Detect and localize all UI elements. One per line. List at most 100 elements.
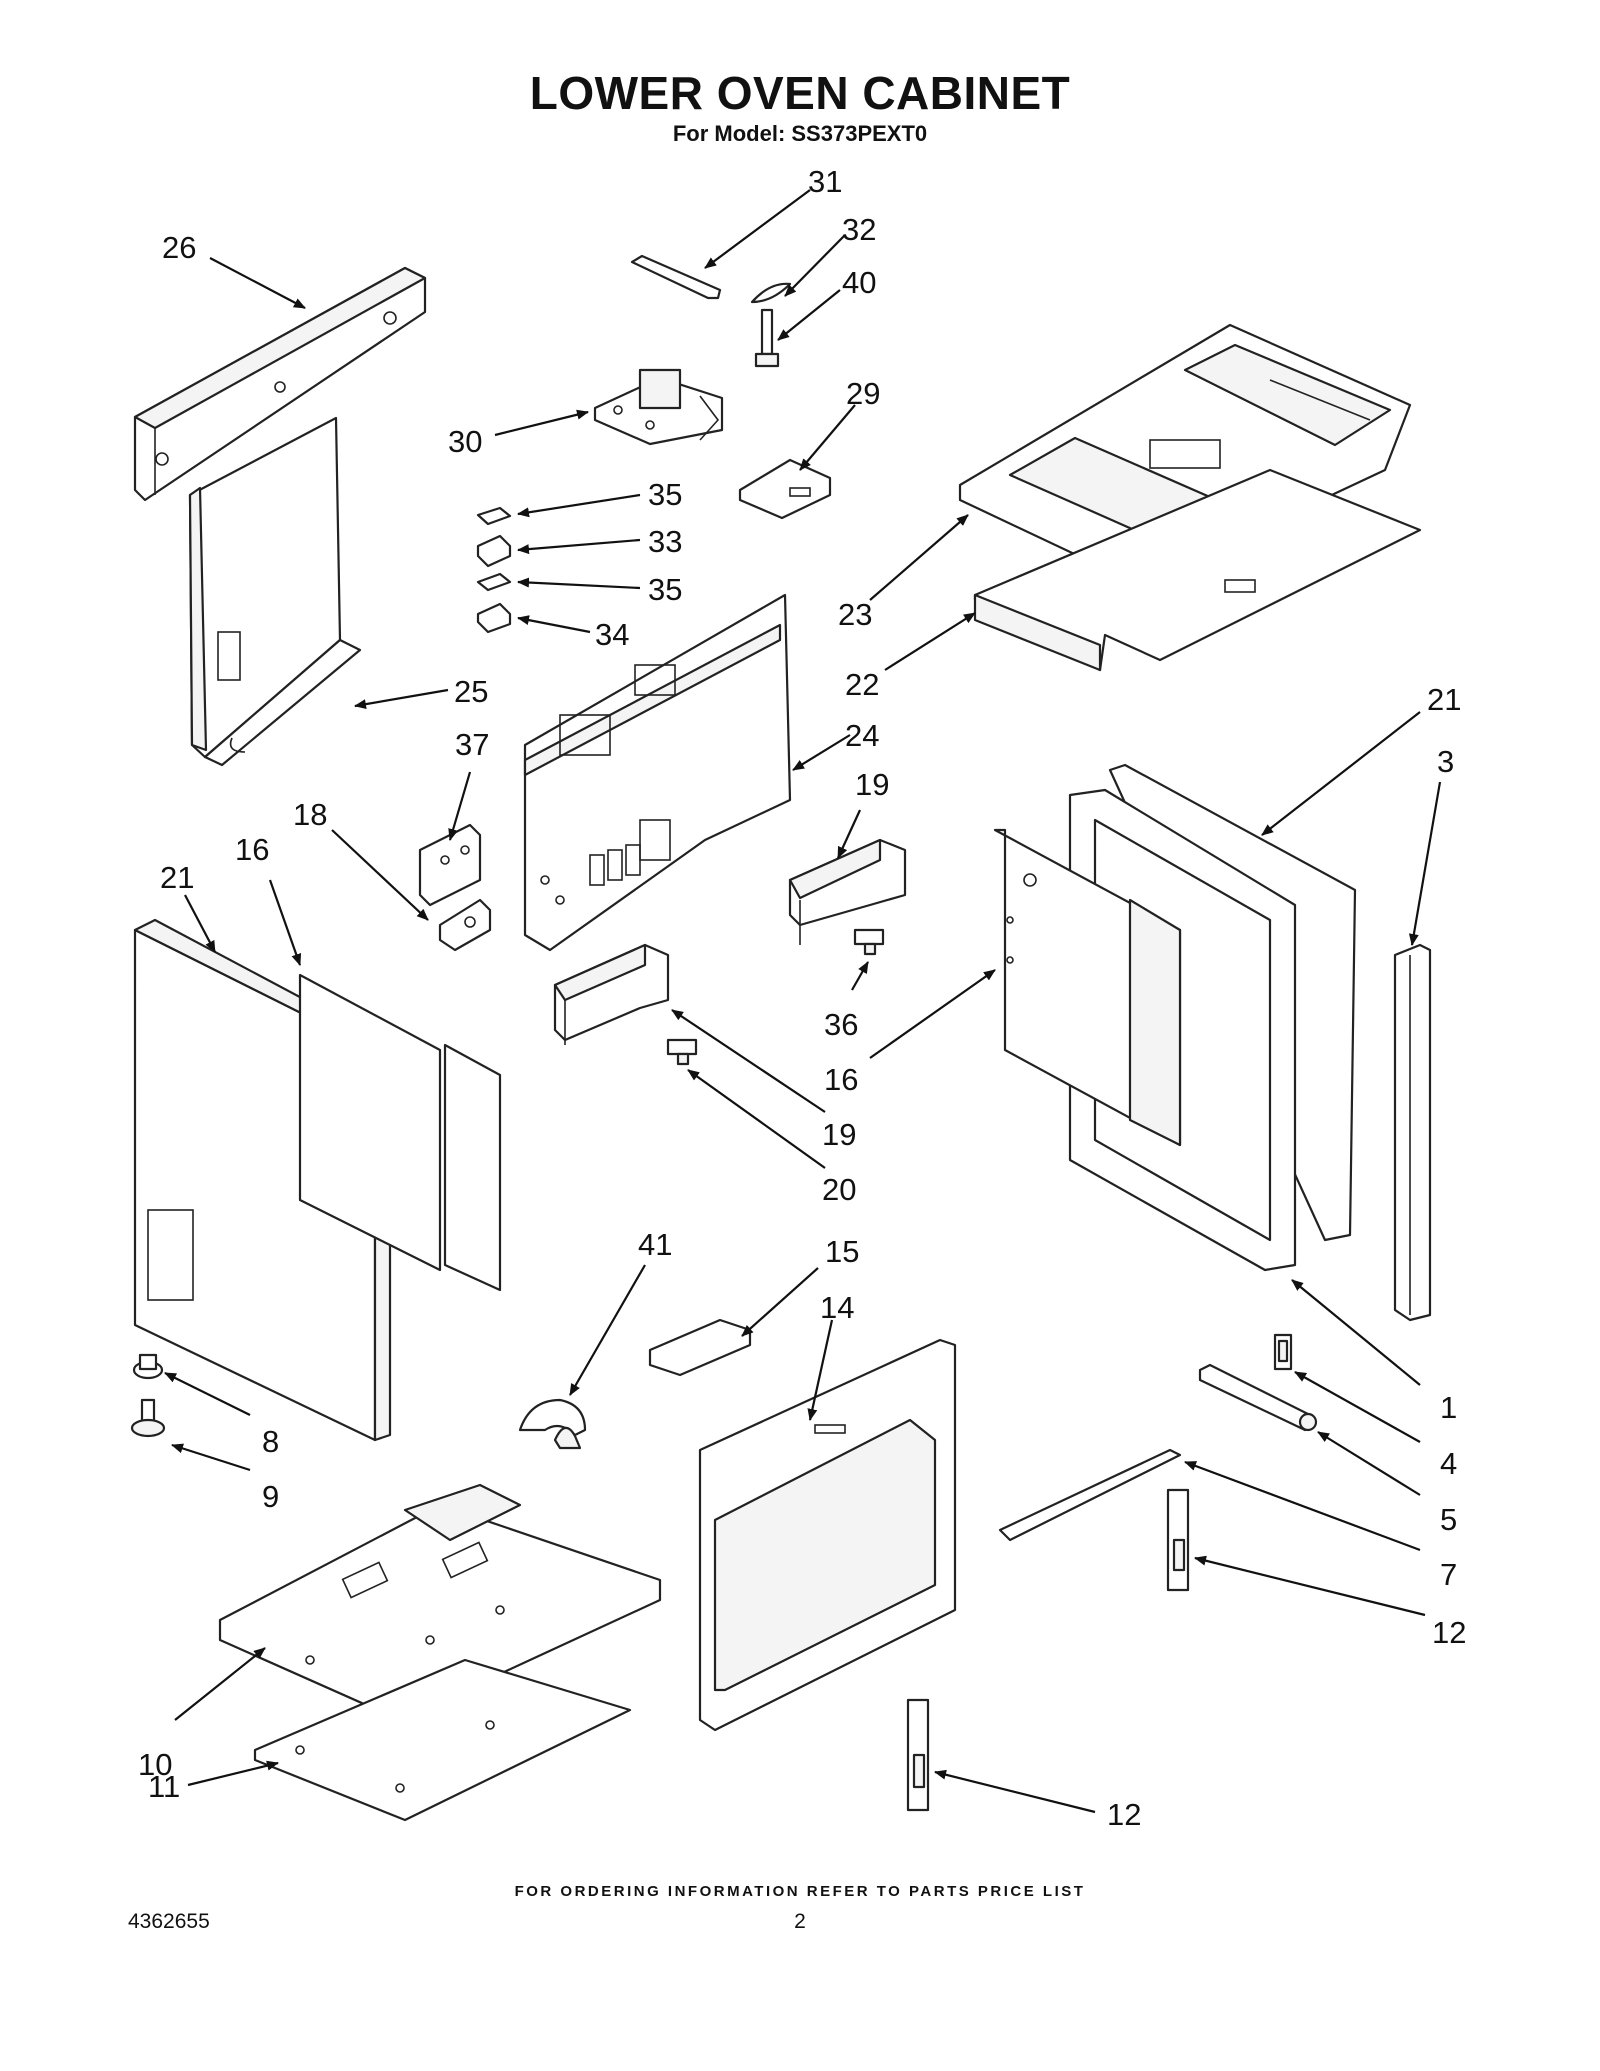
part-33-clip bbox=[476, 534, 512, 568]
callout-23: 23 bbox=[838, 597, 872, 632]
callout-30: 30 bbox=[448, 424, 482, 459]
callout-3: 3 bbox=[1437, 744, 1454, 779]
part-32-clip bbox=[750, 282, 792, 304]
part-35-spacer-lower bbox=[476, 572, 512, 592]
leader-33 bbox=[517, 538, 641, 555]
callout-16b: 16 bbox=[824, 1062, 858, 1097]
callout-19b: 19 bbox=[822, 1117, 856, 1152]
part-12-hinge-receiver-lower bbox=[906, 1698, 930, 1812]
callout-26: 26 bbox=[162, 230, 196, 265]
part-3-trim-strip bbox=[1393, 943, 1432, 1322]
part-15-angle-bracket bbox=[648, 1318, 752, 1377]
leader-37 bbox=[448, 771, 472, 841]
model-subtitle: For Model: SS373PEXT0 bbox=[672, 121, 928, 146]
part-25-rear-panel bbox=[188, 416, 362, 767]
leader-16a bbox=[268, 879, 302, 966]
callout-4: 4 bbox=[1440, 1446, 1457, 1481]
callout-19a: 19 bbox=[855, 767, 889, 802]
leader-41 bbox=[569, 1264, 646, 1396]
callout-9: 9 bbox=[262, 1479, 279, 1514]
callout-16a: 16 bbox=[235, 832, 269, 867]
part-11-bottom-plate bbox=[253, 1658, 632, 1822]
callout-32: 32 bbox=[842, 212, 876, 247]
leader-31 bbox=[704, 189, 811, 269]
callout-29: 29 bbox=[846, 376, 880, 411]
callout-40: 40 bbox=[842, 265, 876, 300]
callout-41: 41 bbox=[638, 1227, 672, 1262]
ordering-info-note: FOR ORDERING INFORMATION REFER TO PARTS … bbox=[514, 1883, 1086, 1900]
part-19-channel-upper bbox=[788, 838, 907, 945]
document-number: 4362655 bbox=[128, 1910, 210, 1933]
callout-7: 7 bbox=[1440, 1557, 1457, 1592]
leader-10 bbox=[174, 1647, 266, 1721]
leader-19b bbox=[671, 1009, 826, 1113]
part-16-liner-right bbox=[993, 828, 1182, 1147]
leader-4 bbox=[1294, 1371, 1421, 1443]
leader-21b bbox=[184, 894, 216, 953]
callout-24: 24 bbox=[845, 718, 879, 753]
part-31-latch-rod bbox=[630, 254, 722, 300]
part-7-trim-strip bbox=[998, 1448, 1182, 1542]
part-40-screw bbox=[754, 308, 780, 368]
leader-12a bbox=[1194, 1555, 1426, 1617]
leader-23 bbox=[869, 514, 969, 601]
part-29-bracket bbox=[738, 458, 832, 520]
callout-18: 18 bbox=[293, 797, 327, 832]
callout-15: 15 bbox=[825, 1234, 859, 1269]
part-14-front-frame bbox=[698, 1338, 957, 1732]
part-12-hinge-receiver-upper bbox=[1166, 1488, 1190, 1592]
page-title: LOWER OVEN CABINET bbox=[529, 67, 1071, 119]
leader-22 bbox=[884, 612, 976, 671]
part-41-hinge-cover bbox=[518, 1398, 587, 1450]
leader-25 bbox=[354, 688, 449, 710]
leader-18 bbox=[331, 829, 429, 921]
part-22-insulation bbox=[973, 468, 1422, 672]
part-10-bottom-tray bbox=[218, 1483, 662, 1722]
callout-labels: 26 31 32 40 29 30 35 33 35 34 23 22 25 2… bbox=[138, 164, 1466, 1832]
callout-21a: 21 bbox=[1427, 682, 1461, 717]
part-24-divider-panel bbox=[523, 593, 792, 952]
part-9-leveling-leg bbox=[130, 1398, 166, 1438]
callout-21b: 21 bbox=[160, 860, 194, 895]
leader-30 bbox=[494, 409, 589, 437]
leader-32 bbox=[784, 234, 846, 297]
callout-12b: 12 bbox=[1107, 1797, 1141, 1832]
callout-10: 10 bbox=[138, 1747, 172, 1782]
callout-25: 25 bbox=[454, 674, 488, 709]
leader-1 bbox=[1291, 1279, 1421, 1386]
part-20-sensor bbox=[666, 1038, 698, 1066]
leader-8 bbox=[164, 1372, 251, 1416]
part-4-clip bbox=[1273, 1333, 1293, 1371]
leader-12b bbox=[934, 1769, 1096, 1814]
leader-29 bbox=[799, 404, 856, 471]
part-30-latch-assembly bbox=[593, 368, 724, 446]
page-number: 2 bbox=[794, 1910, 806, 1933]
leader-14 bbox=[807, 1319, 834, 1421]
leader-21a bbox=[1261, 711, 1421, 836]
leader-lines bbox=[164, 189, 1442, 1814]
callout-5: 5 bbox=[1440, 1502, 1457, 1537]
callout-11: 11 bbox=[148, 1769, 180, 1804]
leader-36 bbox=[851, 961, 869, 991]
callout-35a: 35 bbox=[648, 477, 682, 512]
callout-22: 22 bbox=[845, 667, 879, 702]
callout-35b: 35 bbox=[648, 572, 682, 607]
callout-33: 33 bbox=[648, 524, 682, 559]
callout-31: 31 bbox=[808, 164, 842, 199]
callout-20: 20 bbox=[822, 1172, 856, 1207]
part-19-channel-lower bbox=[553, 943, 670, 1045]
leader-16b bbox=[869, 969, 996, 1059]
part-35-spacer-upper bbox=[476, 506, 512, 526]
leader-9 bbox=[171, 1443, 251, 1472]
leader-20 bbox=[687, 1069, 826, 1169]
leader-5 bbox=[1317, 1431, 1421, 1496]
part-18-bracket bbox=[438, 898, 492, 952]
callout-36: 36 bbox=[824, 1007, 858, 1042]
part-34-clip bbox=[476, 602, 512, 634]
callout-34: 34 bbox=[595, 617, 629, 652]
part-16-liner-left bbox=[298, 973, 502, 1292]
callout-1: 1 bbox=[1440, 1390, 1457, 1425]
part-36-sensor bbox=[853, 928, 885, 956]
leader-24 bbox=[792, 734, 851, 771]
leader-34 bbox=[517, 615, 591, 634]
